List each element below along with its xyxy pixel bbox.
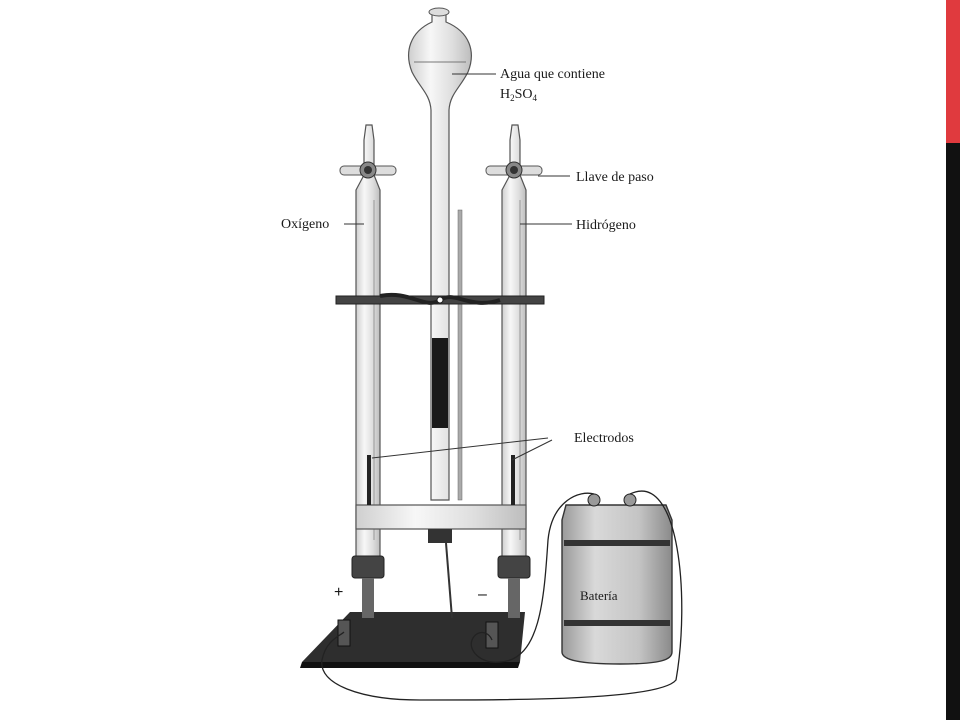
base-plate xyxy=(300,612,525,668)
label-water-line1: Agua que contiene xyxy=(500,67,605,82)
leader-lines xyxy=(344,73,572,461)
wires xyxy=(321,490,683,701)
label-stopcock: Llave de paso xyxy=(576,170,654,185)
accent-black-bar xyxy=(946,143,960,720)
tube-holders xyxy=(351,555,531,618)
central-reservoir xyxy=(408,7,472,501)
bottom-connector xyxy=(355,504,527,619)
right-stopcock xyxy=(485,161,543,179)
electrodes xyxy=(367,455,515,505)
oxygen-tube xyxy=(355,124,381,561)
label-oxygen: Oxígeno xyxy=(281,217,329,232)
base-terminals xyxy=(337,619,499,649)
battery xyxy=(561,493,673,665)
label-electrodes: Electrodos xyxy=(574,431,634,446)
label-battery: Batería xyxy=(580,588,618,603)
hydrogen-tube xyxy=(501,124,527,561)
left-stopcock xyxy=(339,161,397,179)
label-hydrogen: Hidrógeno xyxy=(576,218,636,233)
accent-red-bar xyxy=(946,0,960,143)
label-plus: + xyxy=(334,584,343,601)
label-minus: – xyxy=(478,586,487,603)
support-clamp xyxy=(335,292,545,305)
label-water-formula: H2SO4 xyxy=(500,87,538,103)
